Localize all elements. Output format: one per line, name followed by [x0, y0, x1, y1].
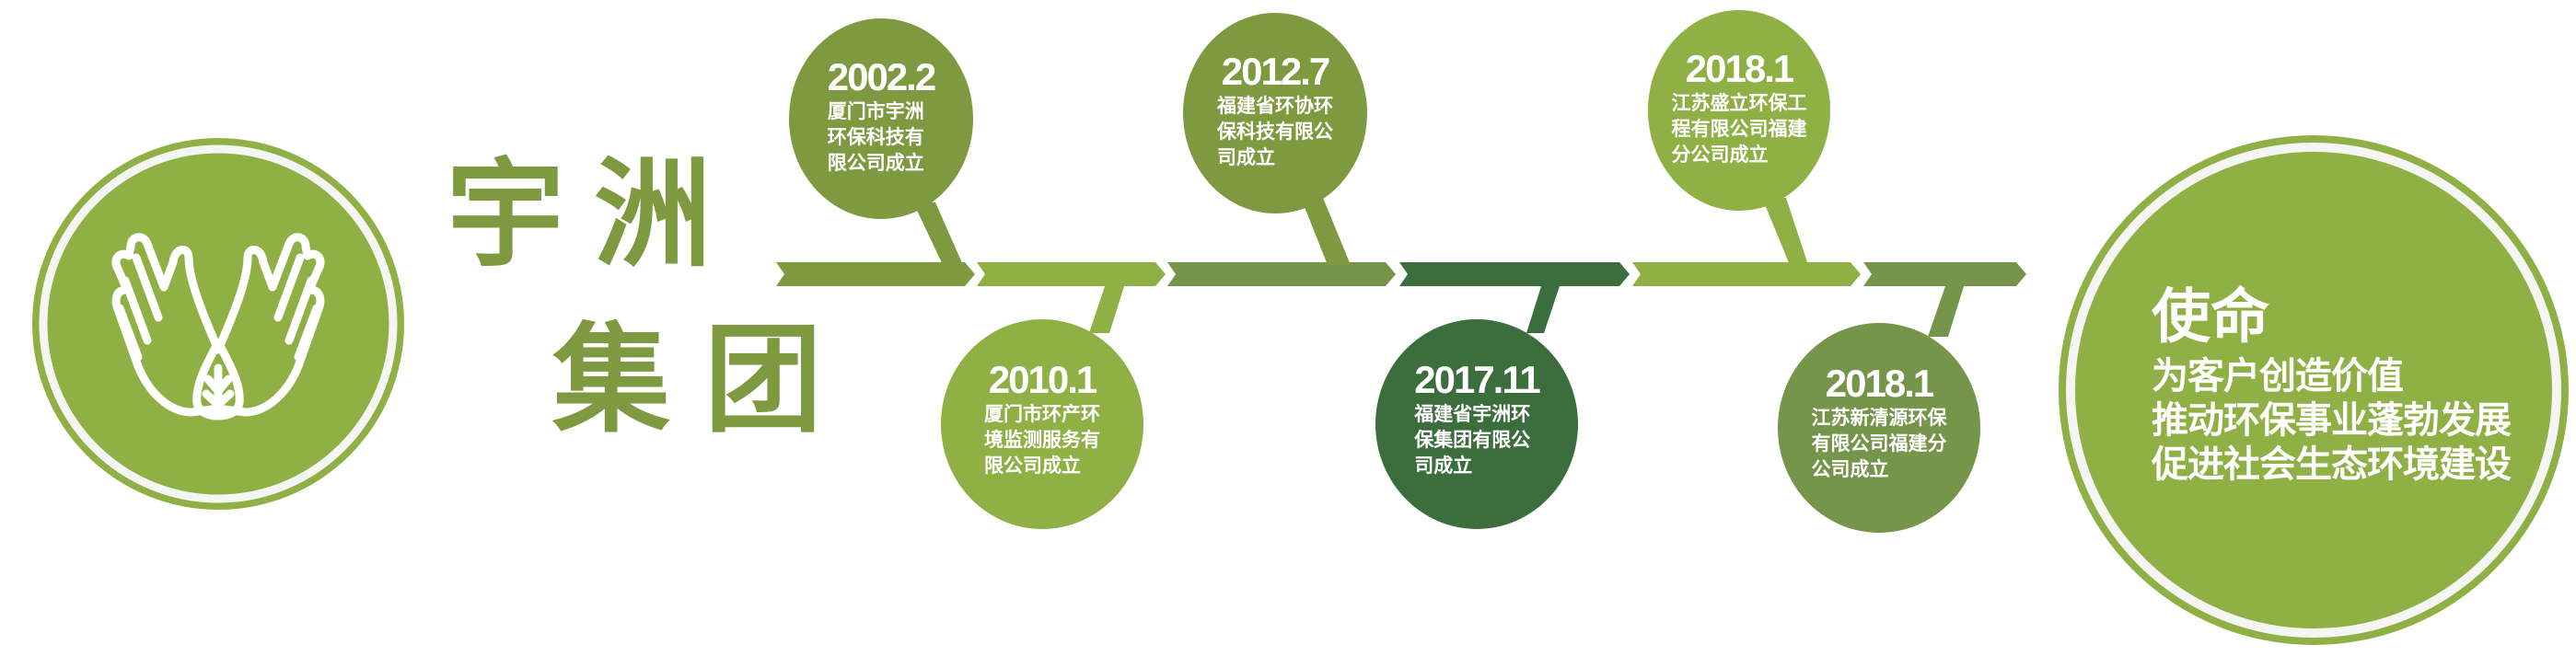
- milestone-text-line: 福建省宇洲环: [1414, 403, 1531, 426]
- brand-char: 团: [704, 312, 823, 449]
- hands-holding-leaf-icon: [111, 233, 325, 420]
- milestone-date: 2002.2: [827, 55, 936, 99]
- milestone-text-line: 保集团有限公: [1414, 429, 1531, 452]
- bubble-pointer: [1301, 198, 1351, 265]
- milestone-text-line: 有限公司福建分: [1811, 432, 1947, 455]
- timeline-segment: [1863, 262, 2026, 286]
- milestone-date: 2017.11: [1414, 358, 1541, 402]
- mission-title: 使命: [2152, 283, 2269, 351]
- timeline-segment: [977, 262, 1166, 286]
- brand-char: 洲: [594, 146, 713, 283]
- milestone-text-line: 境监测服务有: [984, 429, 1100, 452]
- milestone-text-line: 分公司成立: [1671, 144, 1769, 167]
- timeline-segment: [1399, 262, 1630, 286]
- milestone-text-line: 环保科技有: [827, 126, 924, 149]
- milestone-text-line: 程有限公司福建: [1671, 118, 1807, 141]
- milestone-text-line: 厦门市宇洲: [827, 100, 924, 123]
- milestone-date: 2010.1: [988, 358, 1097, 402]
- milestone-text-line: 厦门市环产环: [984, 403, 1100, 426]
- milestone-text-line: 江苏新清源环保: [1811, 407, 1947, 430]
- mission-text: 使命 为客户创造价值 推动环保事业蓬勃发展 促进社会生态环境建设: [2152, 281, 2512, 487]
- timeline-segment: [1632, 262, 1861, 286]
- milestone-date: 2018.1: [1825, 362, 1934, 406]
- milestone-text-line: 福建省环协环: [1217, 95, 1333, 118]
- milestone-text-line: 司成立: [1217, 146, 1275, 169]
- logo-badge: [32, 138, 404, 510]
- milestone-text-line: 江苏盛立环保工: [1671, 92, 1807, 115]
- timeline-bar: [776, 262, 2026, 286]
- mission-line: 推动环保事业蓬勃发展: [2152, 399, 2512, 442]
- milestone-text-line: 公司成立: [1811, 458, 1889, 481]
- bubble-pointer: [1762, 198, 1808, 265]
- mission-line: 促进社会生态环境建设: [2152, 443, 2512, 486]
- timeline-segment: [776, 262, 975, 286]
- brand-char: 宇: [447, 146, 565, 283]
- bubble-pointer: [1928, 283, 1965, 337]
- brand-char: 集: [552, 312, 671, 449]
- milestone-date: 2012.7: [1221, 50, 1330, 94]
- milestone-text-line: 司成立: [1414, 455, 1473, 478]
- bubble-pointers: [913, 198, 1965, 337]
- bubble-pointer: [913, 202, 963, 265]
- milestone-text-line: 限公司成立: [984, 455, 1081, 478]
- milestone-text-line: 限公司成立: [827, 152, 924, 175]
- milestone-date: 2018.1: [1685, 47, 1794, 91]
- mission-line: 为客户创造价值: [2152, 355, 2404, 397]
- timeline-segment: [1167, 262, 1396, 286]
- bubble-pointer: [1089, 283, 1125, 333]
- bubble-pointer: [1526, 283, 1561, 333]
- mission-badge: [2059, 135, 2569, 645]
- milestone-text-line: 保科技有限公: [1217, 121, 1333, 144]
